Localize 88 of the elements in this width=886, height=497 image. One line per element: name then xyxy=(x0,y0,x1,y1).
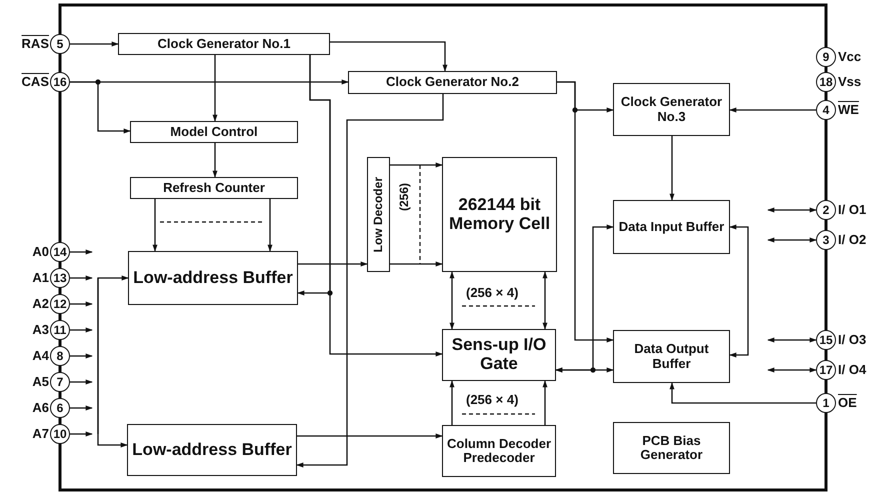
pin-label: Vcc xyxy=(838,50,862,64)
clock-generator-block: Clock Generator No.2 xyxy=(348,71,557,94)
pin-number: 4 xyxy=(816,100,836,120)
buffer-block: Data Input Buffer xyxy=(613,200,730,254)
counter-block: Refresh Counter xyxy=(130,177,298,199)
pin-number: 13 xyxy=(50,268,70,288)
connector-arrow xyxy=(555,224,614,372)
pin-number: 7 xyxy=(50,372,70,392)
pin-label: A2 xyxy=(32,297,49,311)
pin-label: A0 xyxy=(32,245,49,259)
connector-arrow xyxy=(297,434,443,438)
pin-label: A5 xyxy=(32,375,49,389)
bias-generator-block: PCB Bias Generator xyxy=(613,422,730,474)
memory-cell-block: 262144 bit Memory Cell xyxy=(442,157,557,272)
connector-arrow xyxy=(542,380,548,425)
signal-arrow xyxy=(767,238,817,242)
connector-arrow xyxy=(330,41,448,72)
pin-label: I/ O3 xyxy=(838,333,866,347)
pin-label: I/ O1 xyxy=(838,203,866,217)
control-block: Model Control xyxy=(130,121,298,143)
pin-number: 10 xyxy=(50,424,70,444)
connector-arrow xyxy=(309,55,443,356)
pin-number: 8 xyxy=(50,346,70,366)
bus-width-label: (256 × 4) xyxy=(466,392,518,407)
connector-arrow xyxy=(298,262,368,266)
pin-number: 11 xyxy=(50,320,70,340)
pin-number: 3 xyxy=(816,230,836,250)
connector-arrow xyxy=(296,94,444,468)
pin-label: OE xyxy=(838,396,857,410)
signal-arrow xyxy=(70,276,93,280)
buffer-block: Low-address Buffer xyxy=(127,424,297,476)
pin-number: 16 xyxy=(50,72,70,92)
bus-width-label: (256 × 4) xyxy=(466,285,518,300)
connector-arrow xyxy=(729,108,816,112)
connector-arrow xyxy=(390,262,443,266)
buffer-block: Data Output Buffer xyxy=(613,330,730,383)
buffer-block: Low-address Buffer xyxy=(128,251,298,305)
connector-arrow xyxy=(70,42,119,46)
signal-arrow xyxy=(70,302,93,306)
pin-number: 6 xyxy=(50,398,70,418)
clock-generator-block: Clock Generator No.3 xyxy=(613,83,730,136)
signal-arrow xyxy=(767,338,817,342)
pin-number: 5 xyxy=(50,34,70,54)
signal-arrow xyxy=(70,250,93,254)
pin-label: A7 xyxy=(32,427,49,441)
signal-arrow xyxy=(70,328,93,332)
connector-arrow xyxy=(212,55,218,122)
pin-number: 2 xyxy=(816,200,836,220)
signal-arrow xyxy=(70,406,93,410)
bus-width-label: (256) xyxy=(397,183,411,212)
pin-number: 17 xyxy=(816,360,836,380)
signal-arrow xyxy=(70,354,93,358)
connector-arrow xyxy=(729,224,749,358)
connector-arrow xyxy=(450,271,454,330)
pin-label: A4 xyxy=(32,349,49,363)
connector-arrow xyxy=(670,382,816,404)
signal-arrow xyxy=(767,368,817,372)
io-gate-block: Sens-up I/O Gate xyxy=(442,329,556,381)
pin-number: 12 xyxy=(50,294,70,314)
connector-arrow xyxy=(390,162,443,168)
decoder-block: Column Decoder Predecoder xyxy=(442,425,556,477)
pin-number: 14 xyxy=(50,242,70,262)
pin-number: 18 xyxy=(816,72,836,92)
pin-number: 9 xyxy=(816,47,836,67)
pin-label: A3 xyxy=(32,323,49,337)
pin-label: WE xyxy=(838,103,859,117)
decoder-block: Low Decoder xyxy=(367,157,390,272)
pin-label: CAS xyxy=(22,75,49,89)
pin-label: A1 xyxy=(32,271,49,285)
signal-arrow xyxy=(767,208,817,212)
pin-label: I/ O2 xyxy=(838,233,866,247)
connector-arrow xyxy=(152,199,158,252)
connector-arrow xyxy=(268,199,272,252)
connector-arrow xyxy=(557,81,614,342)
pin-label: RAS xyxy=(22,37,49,51)
connector-arrow xyxy=(450,380,454,425)
connector-arrow xyxy=(212,143,218,178)
pin-label: A6 xyxy=(32,401,49,415)
pin-number: 15 xyxy=(816,330,836,350)
connector-arrow xyxy=(542,271,548,330)
connector-arrow xyxy=(70,81,131,134)
signal-arrow xyxy=(70,380,93,384)
signal-arrow xyxy=(70,432,93,436)
clock-generator-block: Clock Generator No.1 xyxy=(118,33,330,55)
connector-arrow xyxy=(670,136,674,201)
pin-label: Vss xyxy=(838,75,862,89)
pin-label: I/ O4 xyxy=(838,363,866,377)
pin-number: 1 xyxy=(816,393,836,413)
